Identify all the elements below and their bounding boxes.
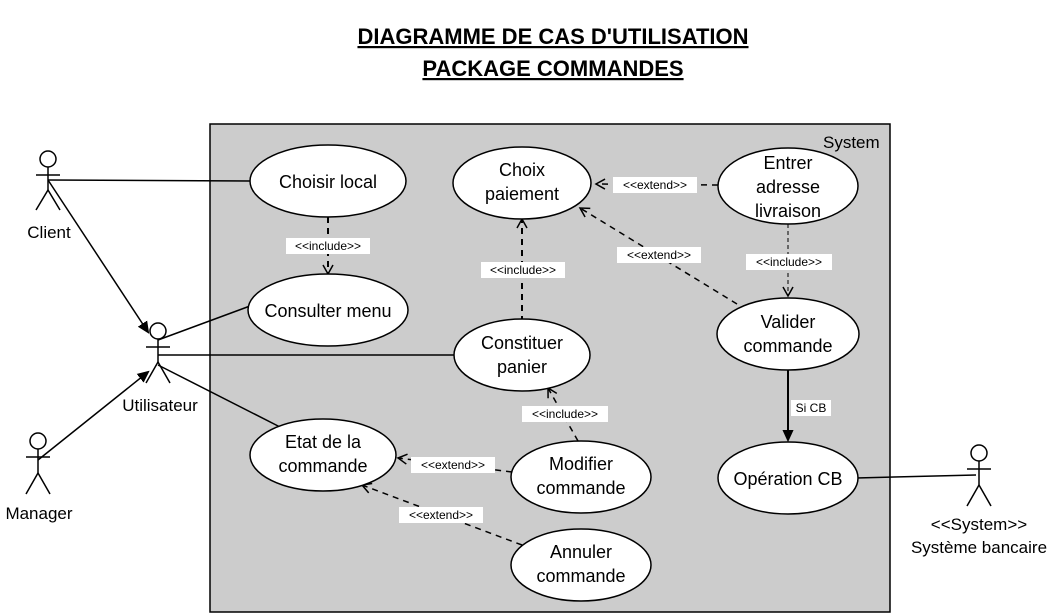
label-include-adresse-valider: <<include>> <box>746 254 832 270</box>
usecase-choix-paiement[interactable]: Choix paiement <box>452 146 592 220</box>
system-label: System <box>823 133 880 152</box>
svg-text:commande: commande <box>743 336 832 356</box>
actor-systeme-bancaire-stereotype: <<System>> <box>931 515 1027 534</box>
svg-text:Entrer: Entrer <box>763 153 812 173</box>
actor-client-icon <box>35 150 61 211</box>
usecase-consulter-menu[interactable]: Consulter menu <box>247 273 409 347</box>
actor-manager-icon <box>25 432 51 495</box>
svg-text:Si CB: Si CB <box>796 401 827 415</box>
svg-text:Choix: Choix <box>499 160 545 180</box>
label-extend-adresse-choix: <<extend>> <box>613 177 697 193</box>
generalization-manager-utilisateur <box>37 372 148 461</box>
svg-text:<<include>>: <<include>> <box>756 255 822 269</box>
svg-text:livraison: livraison <box>755 201 821 221</box>
svg-text:Annuler: Annuler <box>550 542 612 562</box>
svg-text:adresse: adresse <box>756 177 820 197</box>
svg-text:<<extend>>: <<extend>> <box>627 248 691 262</box>
svg-text:Constituer: Constituer <box>481 333 563 353</box>
svg-text:Choisir local: Choisir local <box>279 172 377 192</box>
label-include-constituer-choix: <<include>> <box>481 262 565 278</box>
actor-systeme-bancaire-icon <box>966 444 992 507</box>
assoc-client-choisir-local <box>47 179 251 182</box>
svg-text:Etat de la: Etat de la <box>285 432 362 452</box>
svg-text:<<include>>: <<include>> <box>295 239 361 253</box>
usecase-choisir-local[interactable]: Choisir local <box>249 144 407 218</box>
svg-text:Valider: Valider <box>761 312 816 332</box>
usecase-operation-cb[interactable]: Opération CB <box>717 441 859 515</box>
label-si-cb: Si CB <box>791 400 831 416</box>
assoc-utilisateur-etat-commande <box>157 364 283 429</box>
generalization-client-utilisateur <box>47 179 148 332</box>
actor-manager-label: Manager <box>5 504 72 523</box>
svg-text:<<extend>>: <<extend>> <box>623 178 687 192</box>
svg-text:paiement: paiement <box>485 184 559 204</box>
label-extend-annuler-etat: <<extend>> <box>399 507 483 523</box>
svg-text:commande: commande <box>536 566 625 586</box>
diagram-title-line1: DIAGRAMME DE CAS D'UTILISATION <box>357 24 748 49</box>
svg-text:<<extend>>: <<extend>> <box>409 508 473 522</box>
assoc-utilisateur-consulter-menu <box>157 305 251 341</box>
usecase-constituer-panier[interactable]: Constituer panier <box>453 318 591 392</box>
actor-client-label: Client <box>27 223 71 242</box>
actor-systeme-bancaire-label: Système bancaire <box>911 538 1047 557</box>
actor-utilisateur-icon <box>145 322 171 384</box>
label-include-choisir-consulter: <<include>> <box>286 238 370 254</box>
label-extend-valider-choix: <<extend>> <box>617 247 701 263</box>
svg-text:<<include>>: <<include>> <box>490 263 556 277</box>
svg-text:Consulter menu: Consulter menu <box>264 301 391 321</box>
svg-text:Opération CB: Opération CB <box>733 469 842 489</box>
svg-text:commande: commande <box>536 478 625 498</box>
label-include-modifier-constituer: <<include>> <box>522 406 608 422</box>
svg-text:panier: panier <box>497 357 547 377</box>
usecase-annuler-commande[interactable]: Annuler commande <box>510 528 652 602</box>
usecase-etat-commande[interactable]: Etat de la commande <box>249 418 397 492</box>
svg-text:commande: commande <box>278 456 367 476</box>
svg-text:Modifier: Modifier <box>549 454 613 474</box>
usecase-valider-commande[interactable]: Valider commande <box>716 297 860 371</box>
svg-text:<<extend>>: <<extend>> <box>421 458 485 472</box>
usecase-entrer-adresse-livraison[interactable]: Entrer adresse livraison <box>717 147 859 225</box>
assoc-operation-cb-banque <box>855 474 977 479</box>
usecase-modifier-commande[interactable]: Modifier commande <box>510 440 652 514</box>
diagram-title-line2: PACKAGE COMMANDES <box>422 56 683 81</box>
label-extend-modifier-etat: <<extend>> <box>411 457 495 473</box>
actor-utilisateur-label: Utilisateur <box>122 396 198 415</box>
svg-text:<<include>>: <<include>> <box>532 407 598 421</box>
